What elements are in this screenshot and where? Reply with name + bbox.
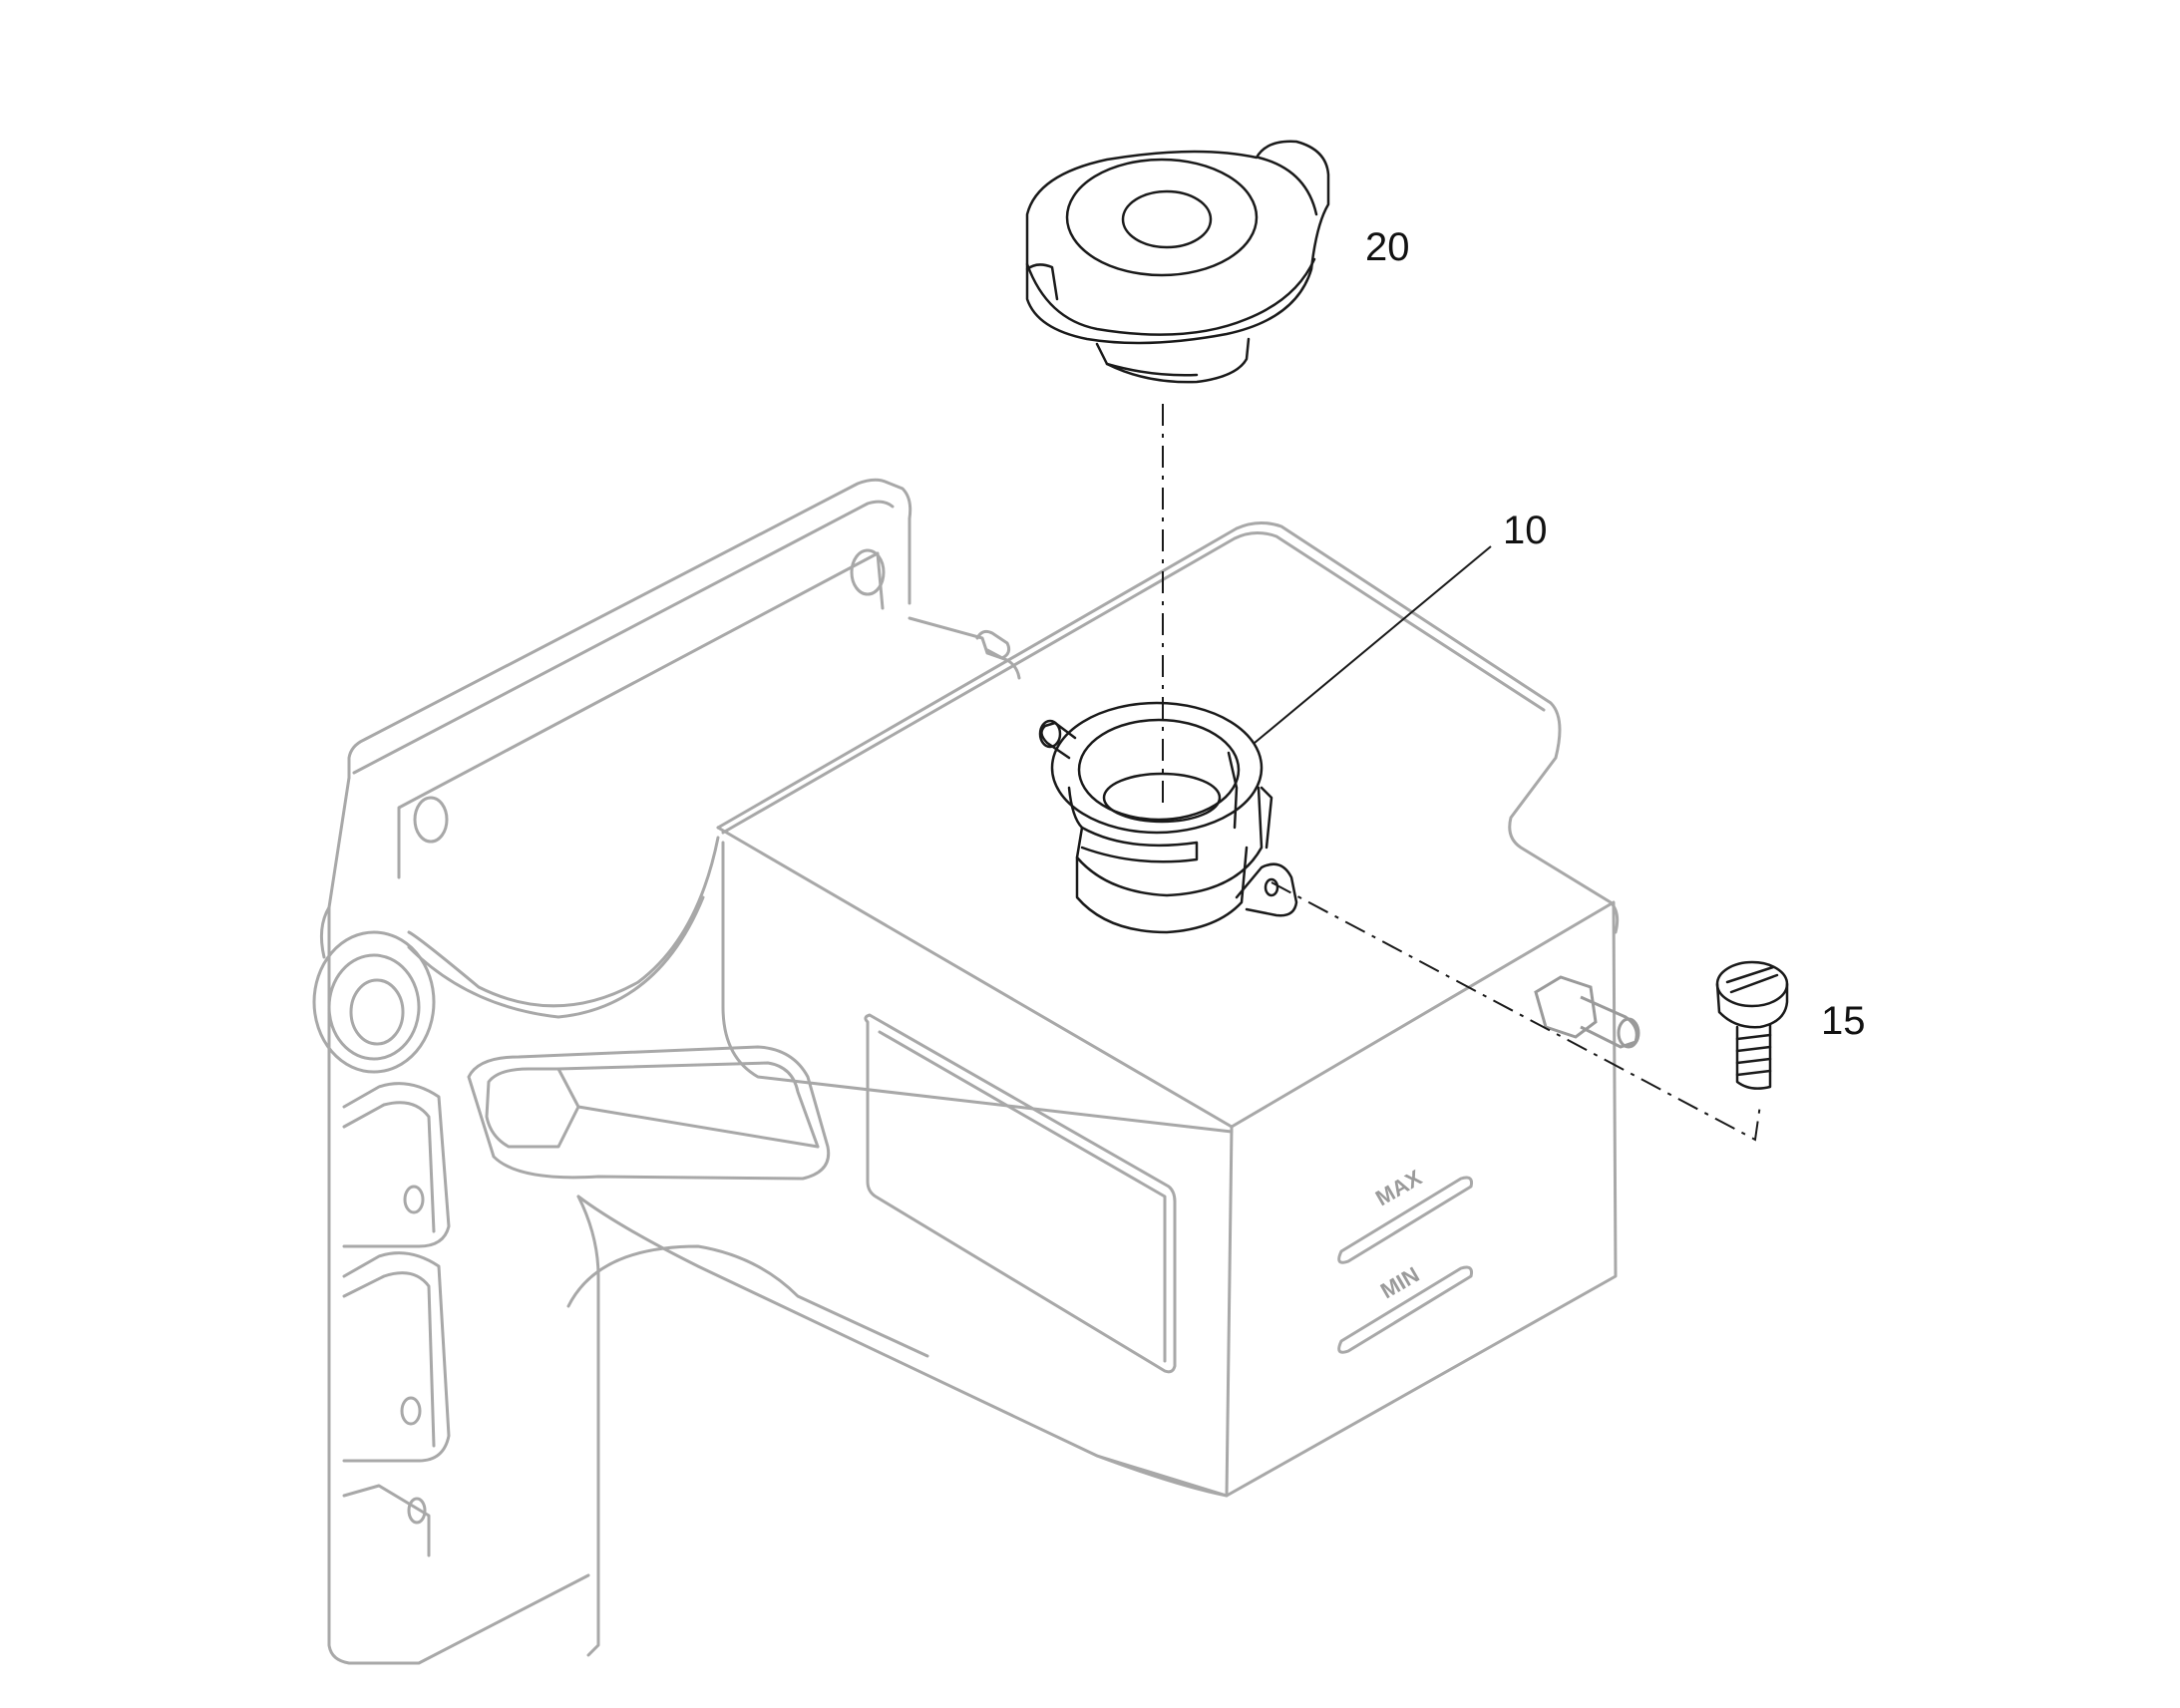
screw-axis-line (1271, 881, 1761, 1142)
mounting-tab (1235, 862, 1298, 917)
cap-top (1025, 140, 1330, 345)
left-boss-mid (327, 953, 421, 1061)
side-lug-upper (342, 1082, 451, 1248)
screw-shank (1735, 1023, 1772, 1090)
left-boss-inner (349, 978, 405, 1046)
min-label: MIN (1376, 1262, 1423, 1304)
callout-screw: 15 (1821, 999, 1866, 1043)
min-slot (1337, 1265, 1473, 1354)
bracket-hole-left (413, 796, 449, 844)
leader-neck (1254, 545, 1492, 744)
recessed-handle (467, 1045, 831, 1181)
bracket-hole-upper (850, 548, 886, 596)
filler-neck (1038, 701, 1298, 934)
callout-cap: 20 (1365, 225, 1410, 269)
saddle-arch (407, 836, 720, 1008)
vent-nipple (975, 629, 1011, 660)
left-boss-outer (312, 930, 436, 1074)
tank-front-face (1095, 900, 1618, 1498)
neck-bore (1102, 772, 1222, 824)
radiator-cap (1025, 140, 1330, 384)
callout-neck: 10 (1503, 509, 1548, 552)
label-window (864, 1013, 1177, 1374)
mounting-bracket (347, 478, 1021, 780)
overflow-pipe (1040, 721, 1077, 760)
max-slot (1337, 1176, 1473, 1264)
hose-outlet (1534, 975, 1640, 1049)
side-lug-lower (342, 1251, 451, 1463)
assembly-lines (1162, 404, 1761, 1142)
cap-center (1121, 189, 1213, 249)
screw (1715, 960, 1789, 1090)
neck-rim-outer (1050, 701, 1264, 835)
neck-rim-inner (1077, 718, 1241, 822)
cap-seal (1095, 337, 1251, 384)
expansion-tank-body (312, 478, 1620, 1665)
cap-inner-disk (1065, 158, 1259, 277)
